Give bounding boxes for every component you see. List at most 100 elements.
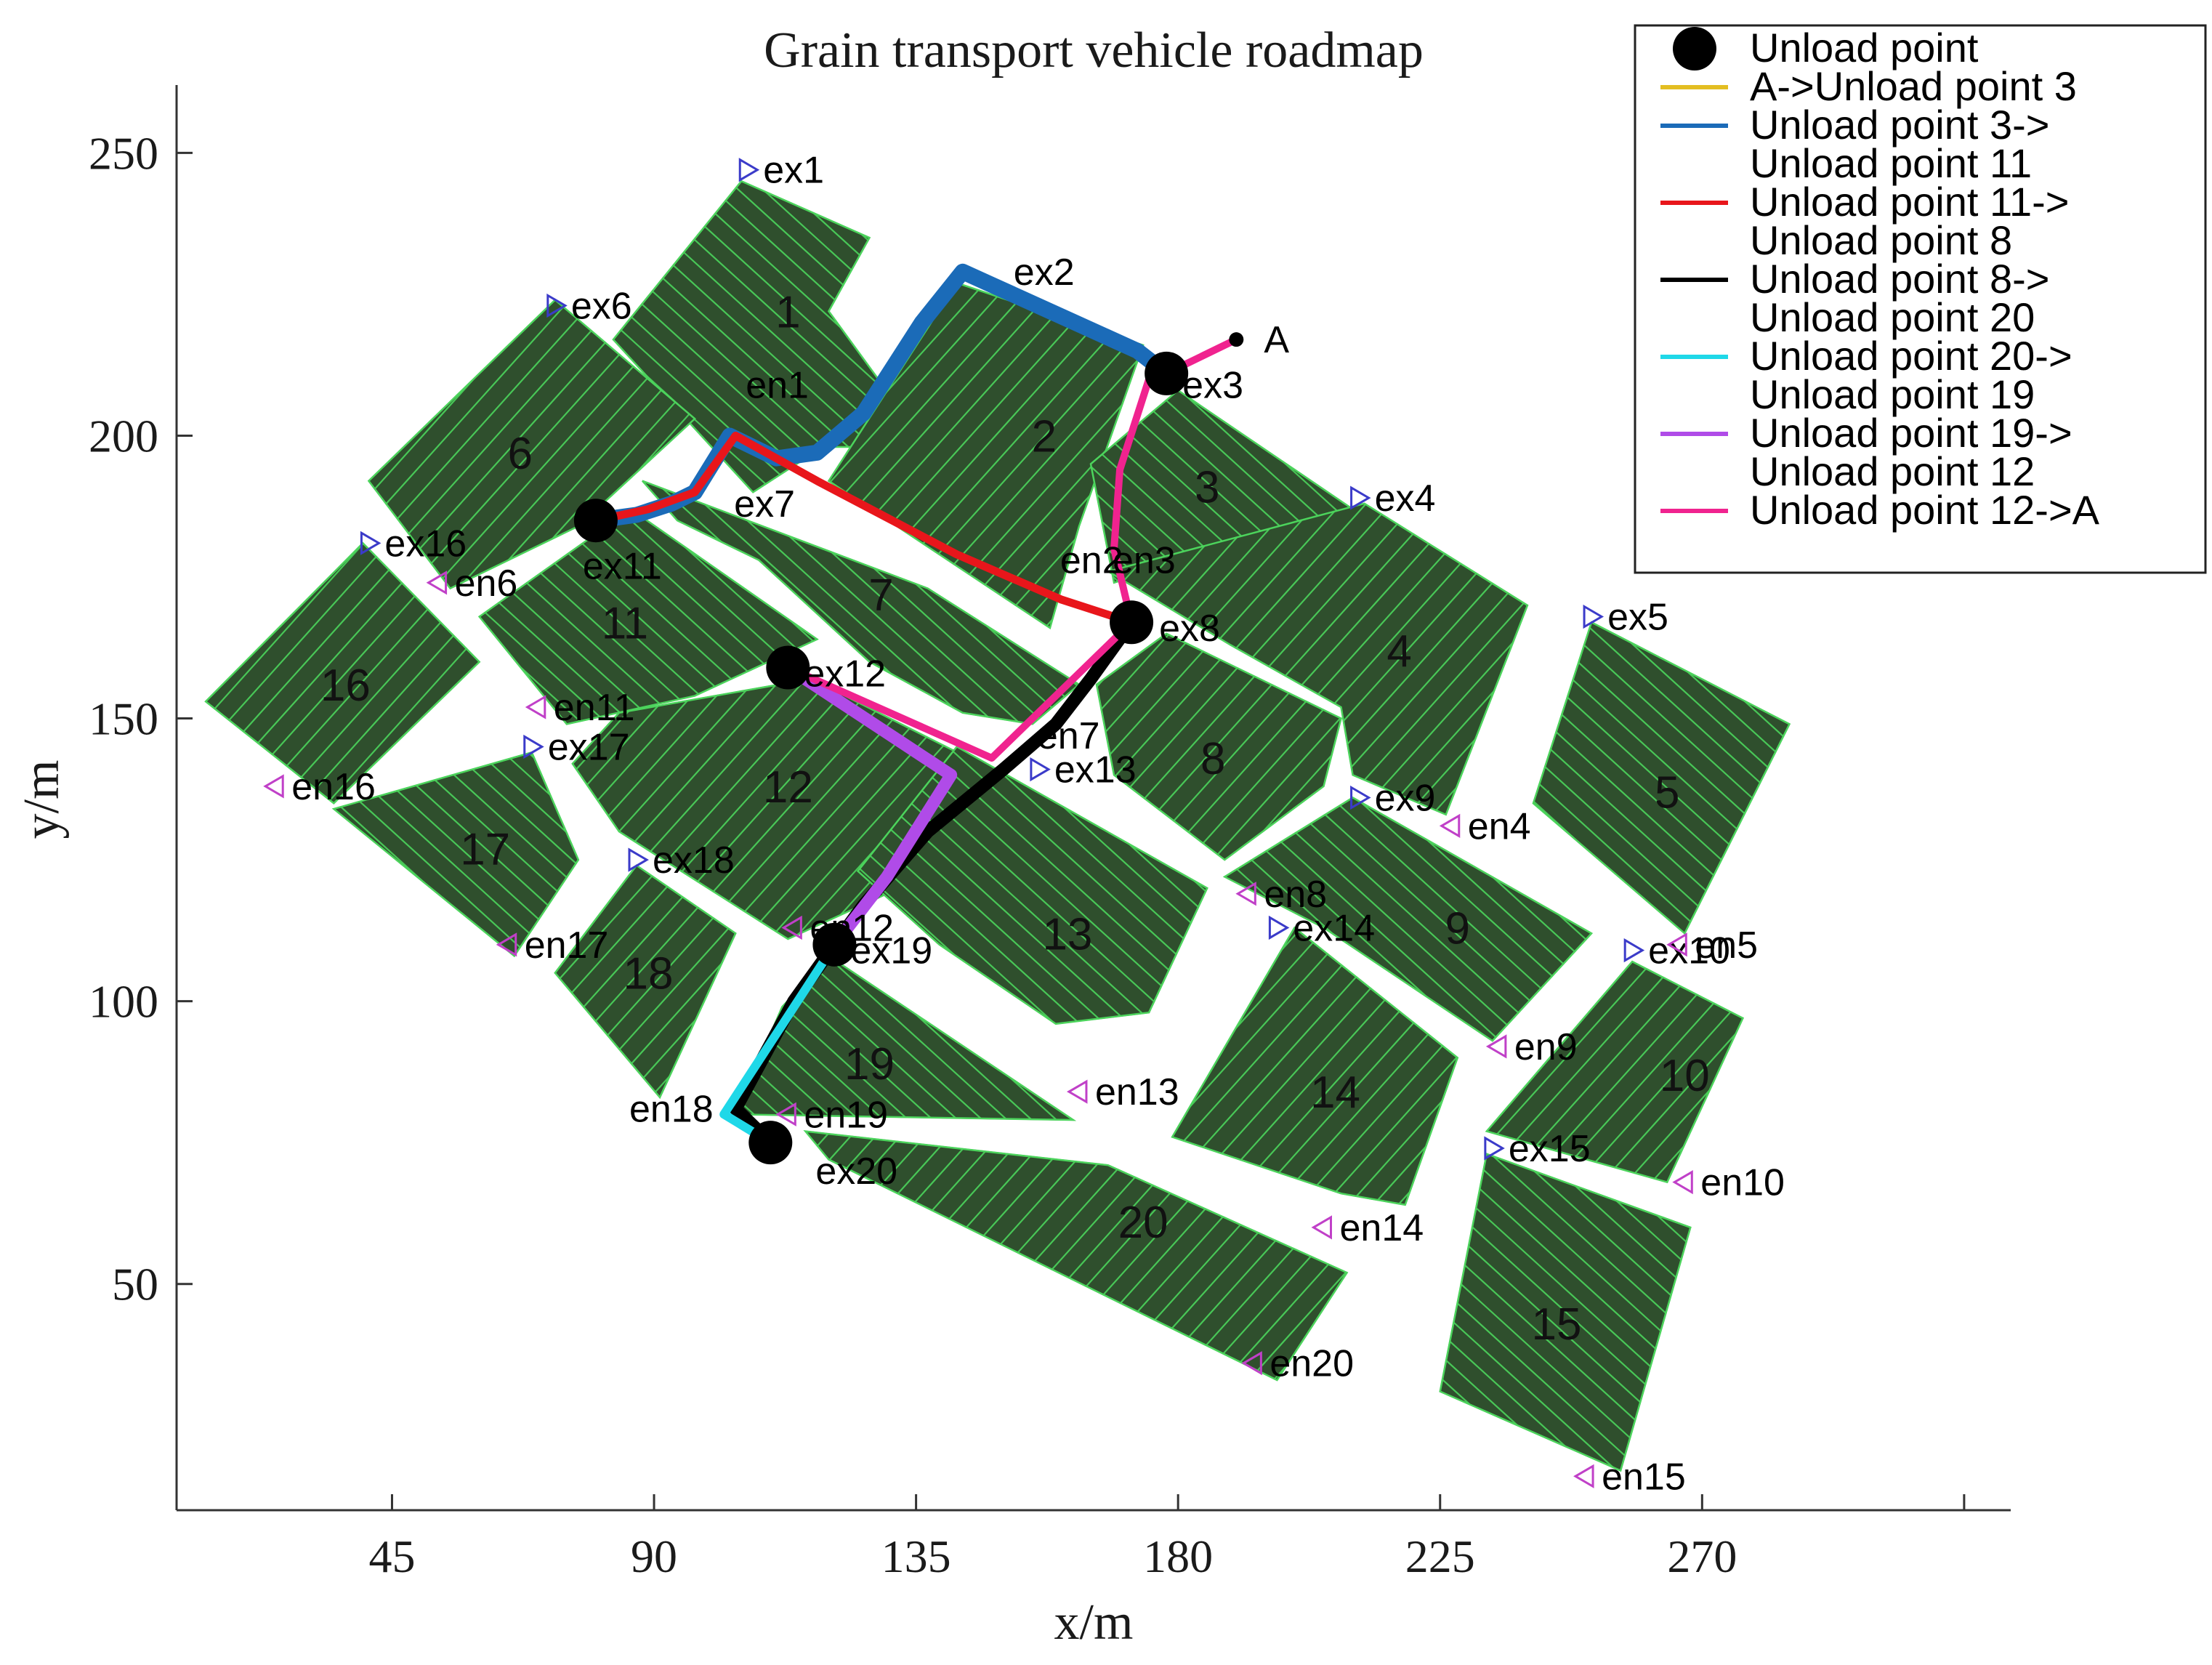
marker-label: en7 [1037, 715, 1100, 757]
legend-label: Unload point 19 [1750, 371, 2035, 417]
marker-label: en16 [291, 766, 376, 808]
legend-item: Unload point 12->A [1660, 487, 2100, 533]
marker-ex7: ex7 [734, 483, 795, 525]
marker-label: ex3 [1182, 364, 1243, 406]
entry-marker [525, 695, 546, 719]
marker-en8: en8 [1235, 874, 1327, 916]
x-axis-label: x/m [1054, 1595, 1134, 1650]
marker-label: ex16 [384, 523, 467, 565]
field-label: 1 [775, 287, 800, 337]
legend-item: Unload point 19->Unload point 12 [1660, 410, 2072, 494]
entry-marker [496, 932, 517, 957]
marker-label: ex10 [1648, 930, 1730, 972]
entry-marker [1066, 1079, 1088, 1104]
marker-en7: en7 [1037, 715, 1100, 757]
legend-label: Unload point 12->A [1750, 487, 2100, 533]
marker-label: ex9 [1375, 778, 1436, 820]
entry-marker [781, 915, 802, 940]
marker-en4: en4 [1439, 805, 1531, 847]
marker-ex11: ex11 [583, 545, 662, 587]
field-label: 5 [1655, 768, 1679, 818]
legend-label: Unload point 11-> [1750, 179, 2070, 225]
exit-marker [1030, 757, 1051, 782]
marker-label: ex2 [1014, 251, 1075, 294]
exit-marker [1268, 915, 1290, 940]
unload-point [766, 645, 810, 690]
field-label: 4 [1386, 626, 1411, 677]
marker-ex19: ex19 [850, 930, 932, 972]
marker-en11: en11 [525, 687, 635, 729]
marker-label: A [1264, 319, 1289, 361]
legend-item: Unload point 3->Unload point 11 [1660, 102, 2050, 186]
marker-en9: en9 [1485, 1026, 1578, 1068]
marker-label: ex6 [571, 285, 632, 327]
marker-ex5: ex5 [1583, 596, 1668, 638]
marker-label: en10 [1700, 1162, 1785, 1204]
field-label: 12 [763, 762, 813, 813]
exit-marker [738, 158, 760, 182]
marker-label: ex11 [583, 545, 662, 587]
unload-point [812, 922, 857, 967]
field-label: 2 [1032, 411, 1057, 461]
entry-marker [426, 571, 448, 595]
marker-ex20: ex20 [815, 1150, 897, 1193]
field-label: 15 [1532, 1299, 1582, 1350]
marker-en3: en3 [1113, 540, 1176, 582]
marker-ex13: ex13 [1030, 749, 1137, 791]
exit-marker [546, 293, 568, 318]
marker-ex10: ex10 [1623, 930, 1730, 972]
x-tick-label: 135 [881, 1531, 951, 1582]
marker-label: ex1 [763, 150, 824, 192]
entry-marker [1485, 1034, 1507, 1059]
marker-label: en15 [1602, 1456, 1686, 1498]
marker-label: ex7 [734, 483, 795, 525]
marker-ex6: ex6 [546, 285, 632, 327]
marker-ex18: ex18 [628, 839, 735, 882]
marker-label: en18 [629, 1088, 714, 1130]
marker-en5: en5 [1666, 924, 1758, 967]
marker-label: en1 [746, 364, 809, 406]
exit-marker [1583, 604, 1604, 629]
exit-marker [1623, 938, 1645, 963]
entry-marker [263, 774, 284, 799]
marker-ex4: ex4 [1350, 477, 1435, 520]
marker-en16: en16 [263, 766, 376, 808]
marker-label: en4 [1468, 805, 1531, 847]
marker-ex8: ex8 [1159, 608, 1220, 650]
y-tick-label: 50 [112, 1259, 158, 1310]
legend-label: Unload point 20 [1750, 294, 2035, 340]
marker-ex17: ex17 [523, 726, 630, 768]
legend-label: Unload point 8-> [1750, 256, 2050, 302]
field-label: 3 [1195, 463, 1219, 513]
marker-en20: en20 [1241, 1343, 1354, 1385]
exit-marker [1484, 1136, 1505, 1161]
entry-marker [1235, 882, 1256, 906]
exit-marker [1350, 785, 1371, 810]
field-label: 14 [1310, 1068, 1360, 1118]
y-axis-label: y/m [14, 760, 70, 839]
x-tick-label: 270 [1667, 1531, 1737, 1582]
field-label: 16 [320, 661, 371, 711]
marker-en17: en17 [496, 924, 608, 967]
marker-label: ex20 [815, 1150, 897, 1193]
marker-label: ex14 [1293, 907, 1375, 949]
legend-item: Unload point 8->Unload point 20 [1660, 256, 2050, 340]
marker-label: en14 [1340, 1207, 1424, 1249]
unload-point [748, 1121, 793, 1165]
field-label: 6 [508, 429, 533, 479]
exit-marker [628, 847, 649, 872]
marker-label: en19 [804, 1094, 888, 1136]
marker-label: ex15 [1509, 1128, 1591, 1170]
legend-box [1634, 24, 2207, 574]
entry-marker [1573, 1464, 1594, 1488]
legend-item: Unload point [1673, 25, 1979, 70]
marker-label: en9 [1514, 1026, 1578, 1068]
marker-en13: en13 [1066, 1071, 1179, 1113]
markers-layer: ex1ex2ex3ex4ex5ex6ex7ex8ex9ex10ex11ex12e… [263, 150, 1785, 1498]
x-tick-label: 225 [1405, 1531, 1475, 1582]
